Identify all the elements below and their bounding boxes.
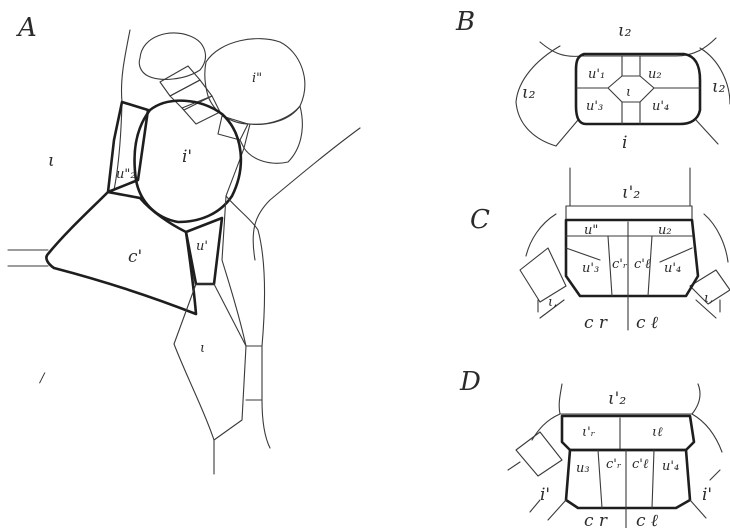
panel-a-label-u2-dprime: u"₂	[116, 167, 136, 182]
panel-c-side-ticks	[538, 300, 720, 312]
panel-a-cell-right-1	[244, 106, 302, 163]
panel-c-cell-i2-prime	[566, 206, 692, 220]
panel-c-label-u2: u₂	[658, 223, 672, 238]
panel-a-letter: A	[16, 13, 37, 43]
panel-a-cell-right-column	[222, 196, 265, 346]
panel-a-label-i-dprime: i"	[252, 71, 262, 86]
panel-c-label-base-cr: c r	[584, 313, 608, 333]
panel-c-label-i-right: ι,	[704, 291, 713, 306]
panel-b-label-u3: u'₃	[586, 99, 603, 114]
panel-b-label-i-center: ι	[626, 85, 631, 100]
panel-b-letter: B	[455, 7, 475, 37]
panel-a-outline-right	[253, 128, 360, 260]
panel-a-label-i-prime: i'	[182, 147, 192, 167]
panel-d: D ι'₂ ι'ᵣ ιℓ u₃ c'ᵣ c'ℓ u'₄ i' i' c r c …	[459, 367, 722, 528]
panel-a-label-i-left: ι	[48, 151, 55, 171]
panel-c-label-cr: c'ᵣ	[612, 257, 628, 272]
panel-d-label-base-cl: c ℓ	[636, 511, 658, 528]
panel-d-label-ir: ι'ᵣ	[582, 425, 596, 440]
panel-a-label-stroke: /	[38, 371, 46, 386]
panel-b-label-u1: u'₁	[588, 67, 605, 82]
panel-d-label-i2p: ι'₂	[608, 389, 626, 409]
panel-a-cell-right-lower-1	[246, 346, 262, 400]
panel-b-label-u4: u'₄	[652, 99, 669, 114]
panel-c-label-u3: u'₃	[582, 261, 599, 276]
panel-c: C ι'₂ u" u₂ u'₃ c'ᵣ c'ℓ u'₄ ι, ι, c r c …	[470, 168, 730, 333]
panel-a-cell-right-lower-2	[262, 400, 270, 448]
panel-b: B ι₂ ι₂ ι₂ u'₁ u₂ u'₃ u'₄ ι i	[455, 7, 730, 153]
panel-c-label-i-left: ι,	[548, 295, 557, 310]
panel-c-label-cl: c'ℓ	[634, 257, 651, 272]
panel-d-label-base-cr: c r	[584, 511, 608, 528]
panel-a-cell-c-prime	[46, 192, 196, 314]
panel-b-label-i-bottom: i	[622, 133, 627, 153]
panel-d-side-cell-left	[508, 432, 562, 476]
panel-c-label-u4: u'₄	[664, 261, 681, 276]
panel-a-top-small-cell	[139, 33, 205, 79]
panel-c-letter: C	[470, 205, 490, 235]
panel-a-label-i-lower: ι	[200, 341, 205, 356]
panel-c-label-i2p: ι'₂	[622, 183, 640, 203]
panel-d-edge-ticks	[530, 470, 720, 512]
panel-d-label-u3: u₃	[576, 461, 590, 476]
panel-d-letter: D	[459, 367, 481, 397]
panel-a-label-u-prime: u'	[196, 239, 208, 254]
panel-d-label-il: ιℓ	[652, 425, 663, 440]
panel-d-cell-i2-prime	[559, 384, 700, 414]
panel-a-label-c-prime: c'	[128, 247, 142, 267]
panel-d-label-cl: c'ℓ	[632, 457, 649, 472]
panel-b-label-i2-top: ι₂	[618, 21, 632, 41]
panel-c-label-u-dprime: u"	[584, 223, 598, 238]
panel-b-label-i2-left: ι₂	[522, 83, 536, 103]
panel-a-outline-left	[114, 30, 130, 190]
panel-d-label-cr: c'ᵣ	[606, 457, 622, 472]
panel-a-wedge-cell-1	[160, 66, 200, 96]
panel-c-label-base-cl: c ℓ	[636, 313, 658, 333]
panel-b-label-u2: u₂	[648, 67, 662, 82]
panel-d-label-u4: u'₄	[662, 459, 679, 474]
panel-d-label-i-left: i'	[540, 485, 550, 505]
panel-c-lower-walls	[540, 296, 716, 330]
panel-b-label-i2-right: ι₂	[712, 77, 726, 97]
panel-d-label-i-right: i'	[702, 485, 712, 505]
panel-a-cell-lower-central	[174, 284, 246, 440]
panel-a-left-stub	[8, 250, 48, 266]
panel-a: A i" i' u"₂ ι c' u' ι	[8, 13, 360, 474]
